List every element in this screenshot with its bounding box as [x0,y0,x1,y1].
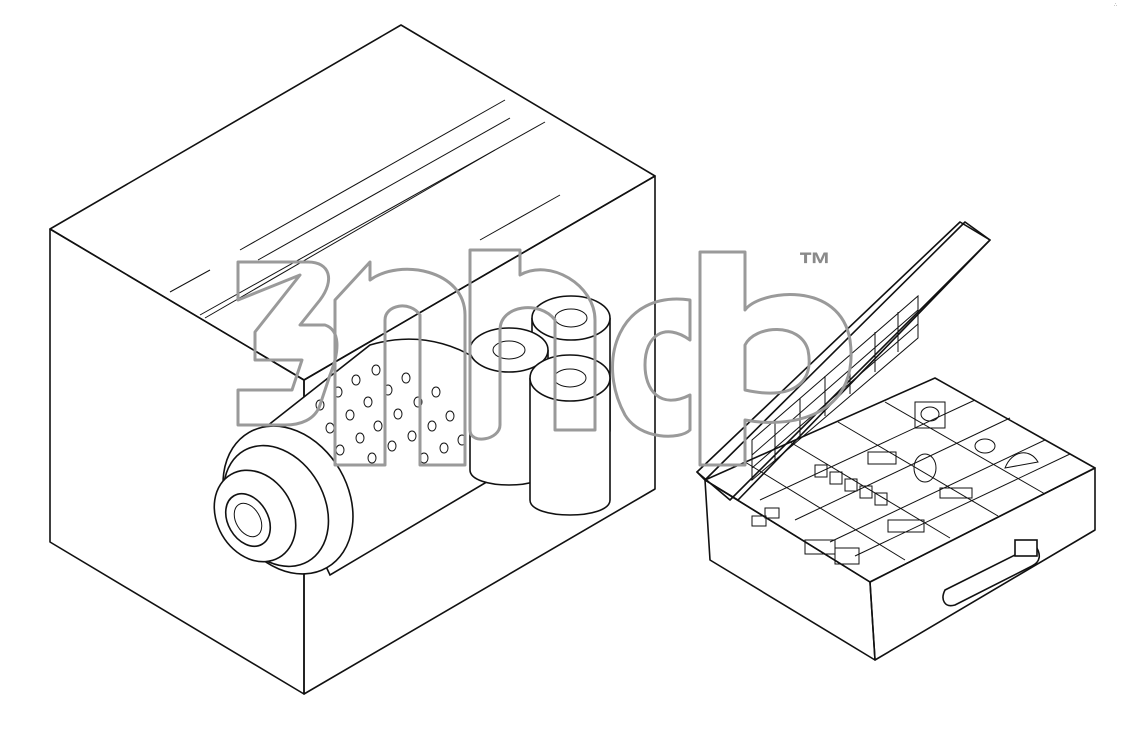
trademark-symbol: ™ [798,246,833,284]
parts-assortment-case-icon [696,221,1096,661]
brand-logo-watermark [236,248,853,467]
corner-mark: ∴ [1113,2,1117,8]
spin-on-filter-icon [469,295,611,516]
cardboard-box-icon [49,24,656,695]
